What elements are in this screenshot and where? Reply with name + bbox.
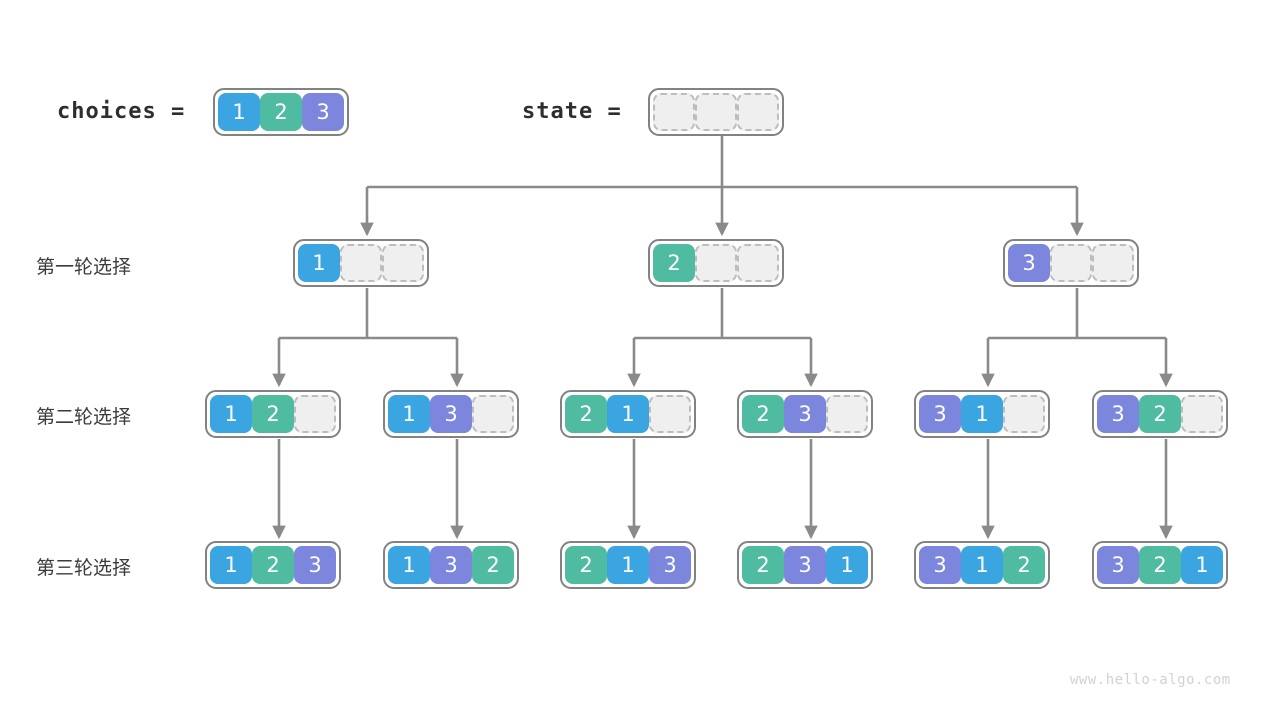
- node-L2-1: 1 2: [205, 390, 341, 438]
- node-L3-1-cell-0: 1: [210, 546, 252, 584]
- node-L1-2-cell-1: [695, 244, 737, 282]
- choices-cell-2: 3: [302, 93, 344, 131]
- node-L2-3-cell-1: 1: [607, 395, 649, 433]
- node-L3-3: 2 1 3: [560, 541, 696, 589]
- node-L2-4: 2 3: [737, 390, 873, 438]
- state-label: state =: [522, 99, 622, 124]
- node-L2-6-cell-1: 2: [1139, 395, 1181, 433]
- node-L3-2-cell-0: 1: [388, 546, 430, 584]
- node-L3-4: 2 3 1: [737, 541, 873, 589]
- node-L3-2-cell-2: 2: [472, 546, 514, 584]
- choices-label: choices =: [57, 99, 186, 124]
- node-L2-3-cell-2: [649, 395, 691, 433]
- row-label-level-3: 第三轮选择: [36, 557, 132, 579]
- state-cell-2: [737, 93, 779, 131]
- node-L2-3-cell-0: 2: [565, 395, 607, 433]
- node-L1-3: 3: [1003, 239, 1139, 287]
- node-L1-1: 1: [293, 239, 429, 287]
- node-L3-5-cell-1: 1: [961, 546, 1003, 584]
- node-L1-3-cell-0: 3: [1008, 244, 1050, 282]
- node-L2-6: 3 2: [1092, 390, 1228, 438]
- node-L3-6: 3 2 1: [1092, 541, 1228, 589]
- node-L3-1-cell-1: 2: [252, 546, 294, 584]
- node-L1-2-cell-2: [737, 244, 779, 282]
- node-L3-6-cell-1: 2: [1139, 546, 1181, 584]
- node-L2-1-cell-1: 2: [252, 395, 294, 433]
- node-L2-1-cell-0: 1: [210, 395, 252, 433]
- state-cell-0: [653, 93, 695, 131]
- node-L2-5-cell-0: 3: [919, 395, 961, 433]
- row-label-level-1: 第一轮选择: [36, 256, 132, 278]
- node-L3-4-cell-0: 2: [742, 546, 784, 584]
- state-array: [648, 88, 784, 136]
- node-L3-1-cell-2: 3: [294, 546, 336, 584]
- node-L3-2-cell-1: 3: [430, 546, 472, 584]
- node-L1-1-cell-0: 1: [298, 244, 340, 282]
- choices-cell-1: 2: [260, 93, 302, 131]
- node-L3-3-cell-1: 1: [607, 546, 649, 584]
- node-L3-3-cell-0: 2: [565, 546, 607, 584]
- state-cell-1: [695, 93, 737, 131]
- node-L2-5-cell-1: 1: [961, 395, 1003, 433]
- node-L2-2-cell-1: 3: [430, 395, 472, 433]
- node-L2-4-cell-2: [826, 395, 868, 433]
- node-L2-4-cell-1: 3: [784, 395, 826, 433]
- node-L1-2: 2: [648, 239, 784, 287]
- node-L3-5: 3 1 2: [914, 541, 1050, 589]
- node-L2-6-cell-2: [1181, 395, 1223, 433]
- node-L3-6-cell-2: 1: [1181, 546, 1223, 584]
- node-L2-5-cell-2: [1003, 395, 1045, 433]
- node-L2-2-cell-2: [472, 395, 514, 433]
- node-L2-4-cell-0: 2: [742, 395, 784, 433]
- node-L2-2: 1 3: [383, 390, 519, 438]
- node-L3-1: 1 2 3: [205, 541, 341, 589]
- node-L3-5-cell-0: 3: [919, 546, 961, 584]
- watermark: www.hello-algo.com: [1070, 672, 1231, 688]
- node-L1-1-cell-1: [340, 244, 382, 282]
- node-L3-4-cell-2: 1: [826, 546, 868, 584]
- node-L3-2: 1 3 2: [383, 541, 519, 589]
- node-L1-2-cell-0: 2: [653, 244, 695, 282]
- node-L3-5-cell-2: 2: [1003, 546, 1045, 584]
- node-L1-3-cell-1: [1050, 244, 1092, 282]
- node-L2-5: 3 1: [914, 390, 1050, 438]
- node-L2-6-cell-0: 3: [1097, 395, 1139, 433]
- choices-cell-0: 1: [218, 93, 260, 131]
- node-L3-3-cell-2: 3: [649, 546, 691, 584]
- node-L2-1-cell-2: [294, 395, 336, 433]
- node-L2-2-cell-0: 1: [388, 395, 430, 433]
- node-L1-1-cell-2: [382, 244, 424, 282]
- node-L3-4-cell-1: 3: [784, 546, 826, 584]
- row-label-level-2: 第二轮选择: [36, 406, 132, 428]
- node-L2-3: 2 1: [560, 390, 696, 438]
- node-L3-6-cell-0: 3: [1097, 546, 1139, 584]
- node-L1-3-cell-2: [1092, 244, 1134, 282]
- choices-array: 1 2 3: [213, 88, 349, 136]
